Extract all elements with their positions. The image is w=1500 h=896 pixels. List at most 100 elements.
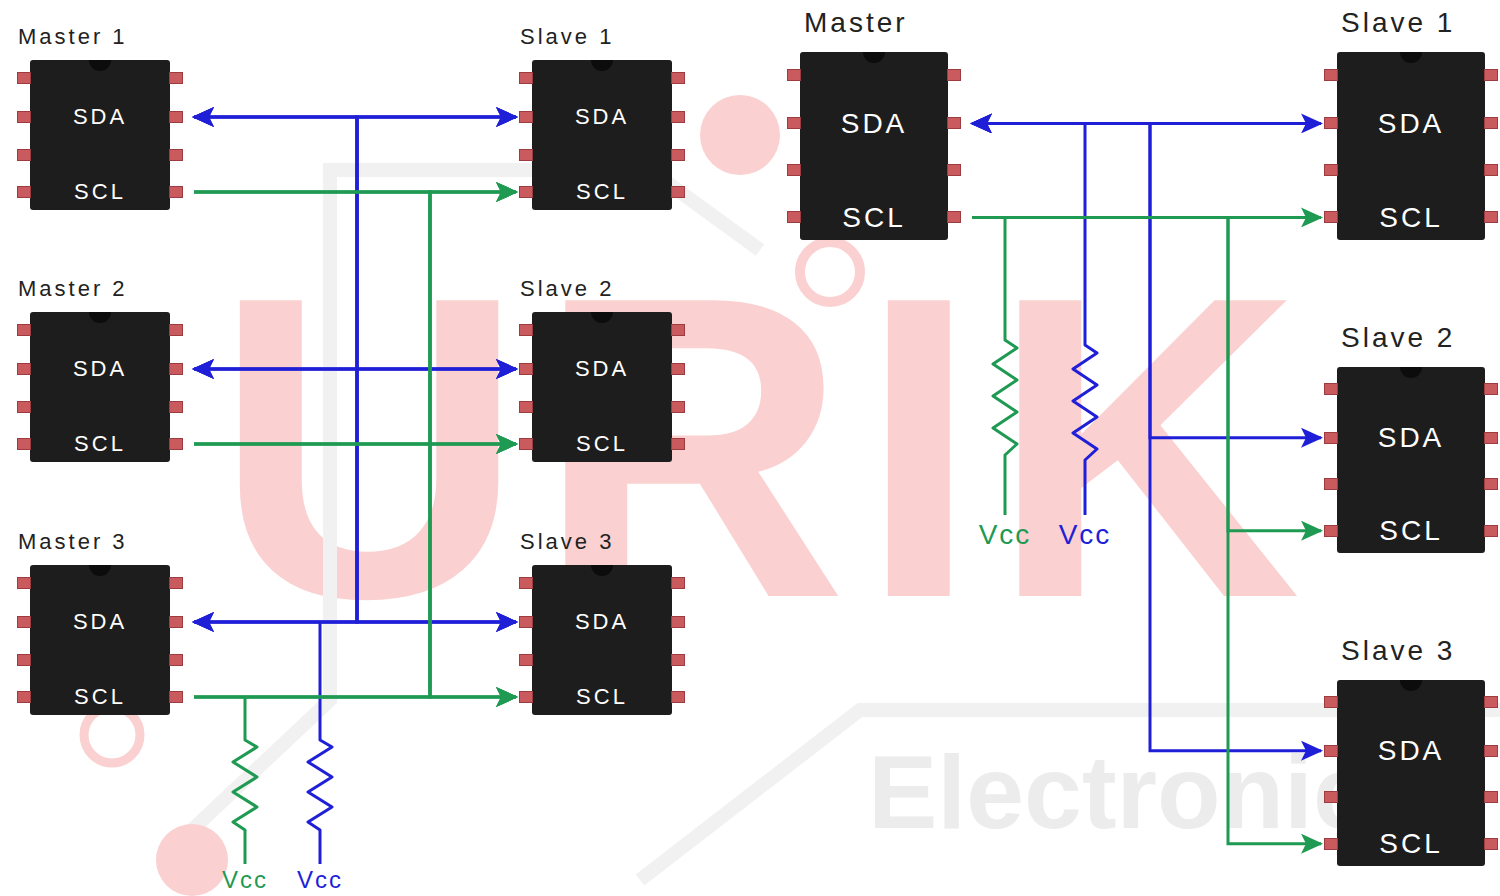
pin-name: SDA (532, 356, 672, 382)
scl-bus-line (194, 192, 516, 697)
chip-heading: Slave 2 (1341, 321, 1455, 355)
chip-pin (169, 72, 183, 84)
sda-bus-line (194, 117, 516, 369)
supply-label: Vcc (297, 866, 343, 895)
chip-pin (169, 401, 183, 413)
watermark-trace (160, 170, 1500, 880)
chip-pin (1484, 383, 1498, 395)
chip-pin (519, 111, 533, 123)
chip-pin (787, 164, 801, 176)
sda-bus-line (194, 621, 516, 624)
chip-pin (1324, 432, 1338, 444)
watermark-text: URIK (214, 232, 1313, 662)
ic-chip: Slave 2SDASCL (532, 312, 672, 462)
chip-pin (671, 401, 685, 413)
chip-pin (519, 401, 533, 413)
chip-pin (17, 438, 31, 450)
chip-pin (17, 324, 31, 336)
chip-pin (519, 72, 533, 84)
scl-bus-line (194, 444, 516, 697)
chip-heading: Slave 3 (1341, 634, 1455, 668)
watermark-ring (84, 707, 140, 763)
chip-pin (947, 117, 961, 129)
pin-name: SCL (532, 684, 672, 710)
chip-pin (519, 149, 533, 161)
chip-pin (17, 363, 31, 375)
chip-pin (519, 363, 533, 375)
chip-pin (1484, 69, 1498, 81)
chip-heading: Slave 1 (520, 24, 614, 50)
ic-chip: MasterSDASCL (800, 52, 948, 240)
chip-pin (169, 186, 183, 198)
chip-pin (169, 438, 183, 450)
chip-heading: Master 1 (18, 24, 128, 50)
chip-pin (169, 149, 183, 161)
chip-pin (1324, 69, 1338, 81)
sda-bus-line (194, 117, 516, 369)
chip-pin (947, 164, 961, 176)
ic-chip: Master 2SDASCL (30, 312, 170, 462)
chip-pin (17, 691, 31, 703)
chip-pin (17, 577, 31, 589)
scl-bus-line (194, 192, 516, 697)
pin-name: SDA (1337, 734, 1485, 768)
chip-pin (1324, 164, 1338, 176)
chip-pin (1484, 211, 1498, 223)
chip-pin (17, 111, 31, 123)
watermark-ring (800, 242, 860, 302)
chip-pin (1324, 525, 1338, 537)
chip-pin (519, 616, 533, 628)
chip-pin (519, 577, 533, 589)
pin-name: SDA (30, 356, 170, 382)
chip-pin (671, 691, 685, 703)
chip-pin (169, 111, 183, 123)
ic-chip: Master 1SDASCL (30, 60, 170, 210)
chip-heading: Slave 1 (1341, 6, 1455, 40)
chip-notch (1400, 367, 1422, 378)
sda-bus-line (972, 123, 1321, 437)
chip-notch (591, 60, 613, 71)
chip-pin (1484, 745, 1498, 757)
chip-pin (519, 691, 533, 703)
chip-pin (1324, 117, 1338, 129)
watermark-dot (156, 824, 228, 896)
ic-chip: Slave 1SDASCL (1337, 52, 1485, 240)
chip-pin (17, 149, 31, 161)
chip-notch (1400, 680, 1422, 691)
chip-pin (671, 616, 685, 628)
scl-bus-line (194, 192, 516, 444)
scl-bus-line (972, 217, 1321, 530)
chip-pin (17, 401, 31, 413)
chip-pin (1484, 696, 1498, 708)
scl-bus-line (194, 192, 516, 444)
chip-pin (671, 363, 685, 375)
chip-pin (169, 324, 183, 336)
sda-bus-line (194, 369, 516, 622)
pin-name: SCL (1337, 514, 1485, 548)
chip-pin (1324, 478, 1338, 490)
pin-name: SCL (30, 684, 170, 710)
scl-bus-line (972, 217, 1321, 843)
ic-chip: Slave 3SDASCL (1337, 680, 1485, 866)
chip-pin (787, 69, 801, 81)
pin-name: SDA (30, 609, 170, 635)
chip-pin (947, 69, 961, 81)
chip-pin (947, 211, 961, 223)
chip-pin (1324, 696, 1338, 708)
chip-notch (1400, 52, 1422, 63)
chip-notch (89, 60, 111, 71)
chip-pin (1484, 432, 1498, 444)
chip-pin (671, 324, 685, 336)
pin-name: SCL (30, 179, 170, 205)
pin-name: SCL (532, 431, 672, 457)
chip-pin (519, 654, 533, 666)
chip-pin (169, 691, 183, 703)
resistor-symbol (1073, 123, 1097, 515)
chip-heading: Master 3 (18, 529, 128, 555)
chip-pin (1324, 791, 1338, 803)
chip-notch (591, 312, 613, 323)
chip-pin (671, 72, 685, 84)
